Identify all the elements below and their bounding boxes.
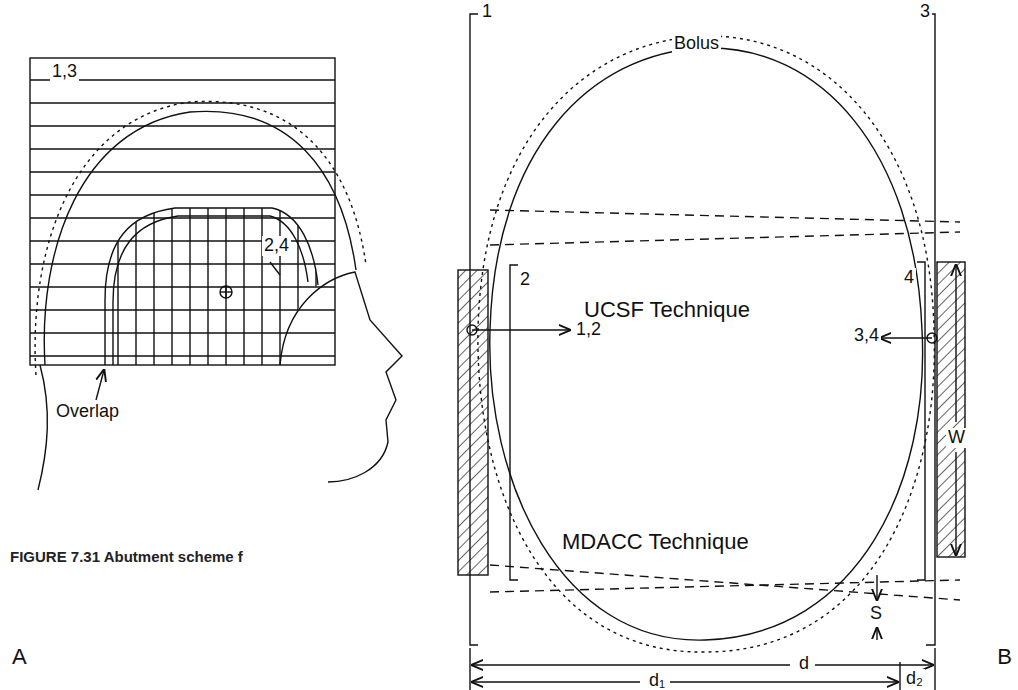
label: 1,2: [574, 320, 603, 340]
label: A: [10, 645, 29, 669]
label: 1,3: [50, 62, 79, 82]
figure-caption: FIGURE 7.31 Abutment scheme f: [8, 548, 245, 565]
label: 2,4: [262, 236, 291, 256]
label: UCSF Technique: [582, 298, 752, 322]
label: Bolus: [672, 34, 721, 54]
label: 1: [480, 2, 494, 22]
label: d: [797, 654, 811, 674]
label: W: [946, 428, 967, 448]
label: 2: [518, 270, 532, 290]
label: S: [868, 604, 884, 624]
label: B: [995, 645, 1014, 669]
label: Overlap: [54, 402, 121, 422]
label: 3,4: [852, 326, 881, 346]
label: 3: [918, 2, 932, 22]
label: MDACC Technique: [560, 530, 751, 554]
label: d₂: [904, 669, 925, 689]
label: d₁: [647, 671, 667, 690]
label: 4: [902, 268, 916, 288]
